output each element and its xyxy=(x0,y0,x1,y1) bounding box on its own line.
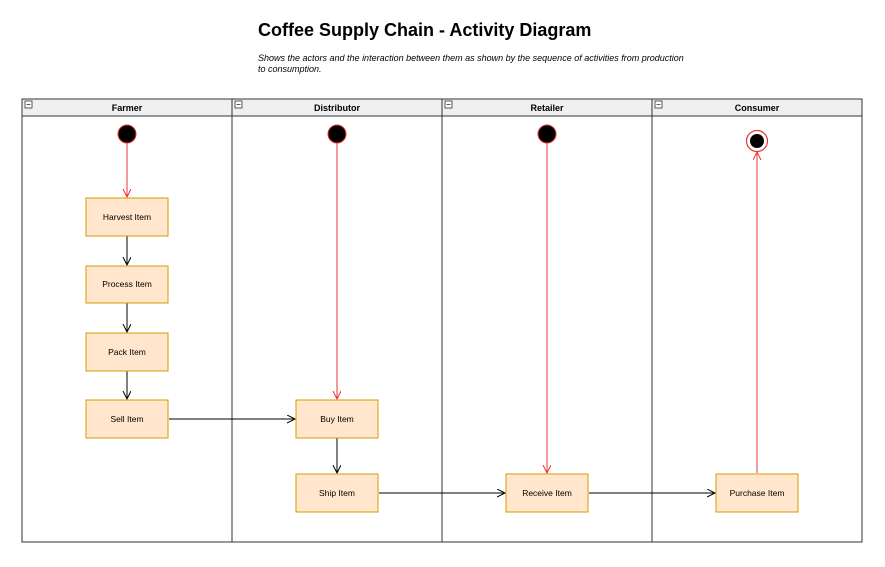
activity-label: Receive Item xyxy=(522,488,572,498)
lane-consumer: Consumer xyxy=(651,98,863,543)
activity-sell-item[interactable]: Sell Item xyxy=(85,399,169,439)
lane-retailer: Retailer xyxy=(441,98,653,543)
initial-node-farmer[interactable] xyxy=(117,124,137,144)
diagram-subtitle: Shows the actors and the interaction bet… xyxy=(258,53,684,74)
lane-distributor: Distributor xyxy=(231,98,443,543)
lane-title-consumer: Consumer xyxy=(735,103,780,113)
collapse-icon[interactable] xyxy=(444,100,453,109)
lane-title-distributor: Distributor xyxy=(314,103,360,113)
collapse-icon[interactable] xyxy=(24,100,33,109)
diagram-title: Coffee Supply Chain - Activity Diagram xyxy=(258,20,592,40)
activity-pack-item[interactable]: Pack Item xyxy=(85,332,169,372)
collapse-icon[interactable] xyxy=(234,100,243,109)
activity-purchase-item[interactable]: Purchase Item xyxy=(715,473,799,513)
lane-title-retailer: Retailer xyxy=(530,103,564,113)
activity-label: Process Item xyxy=(102,279,152,289)
activities: Harvest Item Process Item Pack Item Sell… xyxy=(85,197,799,513)
activity-ship-item[interactable]: Ship Item xyxy=(295,473,379,513)
activity-harvest-item[interactable]: Harvest Item xyxy=(85,197,169,237)
activity-label: Ship Item xyxy=(319,488,355,498)
activity-label: Pack Item xyxy=(108,347,146,357)
final-node-consumer[interactable] xyxy=(745,129,769,153)
activity-label: Harvest Item xyxy=(103,212,151,222)
activity-buy-item[interactable]: Buy Item xyxy=(295,399,379,439)
edges xyxy=(127,143,757,493)
swimlane-pool: Farmer Distributor Retailer xyxy=(21,98,863,543)
initial-node-distributor[interactable] xyxy=(327,124,347,144)
activity-label: Sell Item xyxy=(110,414,143,424)
activity-label: Buy Item xyxy=(320,414,354,424)
lane-title-farmer: Farmer xyxy=(112,103,143,113)
activity-label: Purchase Item xyxy=(730,488,785,498)
collapse-icon[interactable] xyxy=(654,100,663,109)
control-nodes xyxy=(117,124,769,153)
activity-receive-item[interactable]: Receive Item xyxy=(505,473,589,513)
activity-process-item[interactable]: Process Item xyxy=(85,265,169,304)
initial-node-retailer[interactable] xyxy=(537,124,557,144)
